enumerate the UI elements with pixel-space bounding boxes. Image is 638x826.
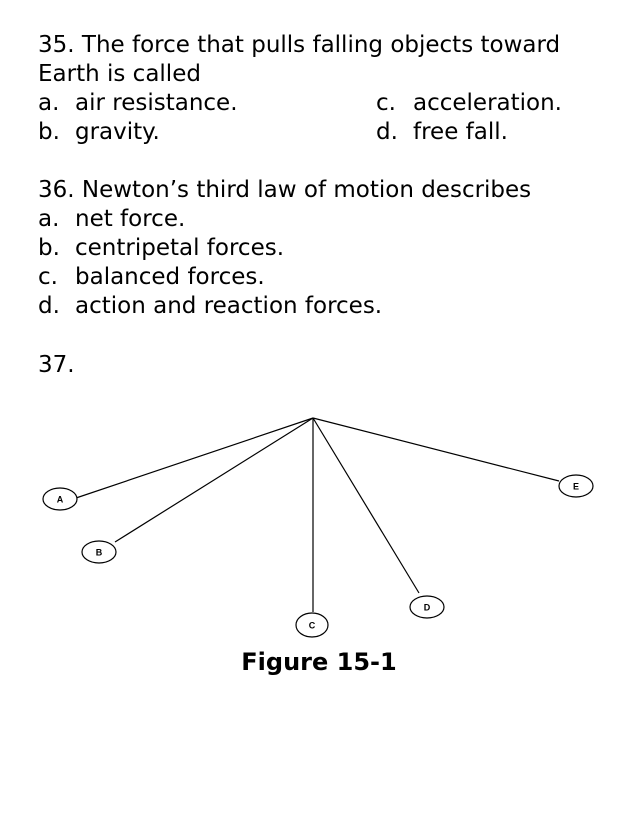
q36-option-c: c. balanced forces. <box>38 263 265 292</box>
q35-option-d: d. free fall. <box>376 118 508 147</box>
q35-stem-line1: 35. The force that pulls falling objects… <box>38 32 561 58</box>
node-d-label: D <box>424 603 431 613</box>
q36-option-c-letter: c. <box>38 264 58 290</box>
node-c-circle <box>295 612 329 638</box>
q36-option-d-text: action and reaction forces. <box>75 293 383 319</box>
q36-option-b-text: centripetal forces. <box>75 235 285 261</box>
node-a: A <box>42 487 78 511</box>
string-a <box>75 417 314 499</box>
node-e: E <box>558 474 594 498</box>
q36-option-a-text: net force. <box>75 206 186 232</box>
q35-option-c: c. acceleration. <box>376 89 562 118</box>
q35-option-b: b. gravity. <box>38 118 160 147</box>
q36-stem: 36. Newton’s third law of motion describ… <box>38 177 532 203</box>
string-b <box>114 417 314 543</box>
node-e-circle <box>558 474 594 498</box>
q36-option-a-letter: a. <box>38 206 60 232</box>
q36-option-d-letter: d. <box>38 293 60 319</box>
q35-option-c-letter: c. <box>376 90 396 116</box>
q35-option-b-letter: b. <box>38 119 60 145</box>
q35-option-c-text: acceleration. <box>413 90 562 116</box>
node-a-circle <box>42 487 78 511</box>
q35-stem-line2: Earth is called <box>38 61 201 87</box>
node-b-label: B <box>96 548 103 558</box>
node-c: C <box>295 612 329 638</box>
q36-option-c-text: balanced forces. <box>75 264 265 290</box>
q35-option-b-text: gravity. <box>75 119 160 145</box>
q37-number: 37. <box>38 352 75 378</box>
node-b-circle <box>81 540 117 564</box>
node-b: B <box>81 540 117 564</box>
q36-option-a: a. net force. <box>38 205 185 234</box>
node-d-circle <box>409 595 445 619</box>
node-a-label: A <box>57 495 64 505</box>
q35-option-a: a. air resistance. <box>38 89 238 118</box>
q35-option-a-text: air resistance. <box>75 90 238 116</box>
node-e-label: E <box>573 482 579 492</box>
q35-option-d-letter: d. <box>376 119 398 145</box>
q35-option-d-text: free fall. <box>413 119 508 145</box>
string-d <box>312 417 420 594</box>
node-c-label: C <box>309 621 316 631</box>
q35-option-a-letter: a. <box>38 90 60 116</box>
q36-option-d: d. action and reaction forces. <box>38 292 382 321</box>
string-e <box>312 417 560 482</box>
node-d: D <box>409 595 445 619</box>
q36-option-b-letter: b. <box>38 235 60 261</box>
q36-option-b: b. centripetal forces. <box>38 234 284 263</box>
figure-caption: Figure 15-1 <box>241 648 397 676</box>
